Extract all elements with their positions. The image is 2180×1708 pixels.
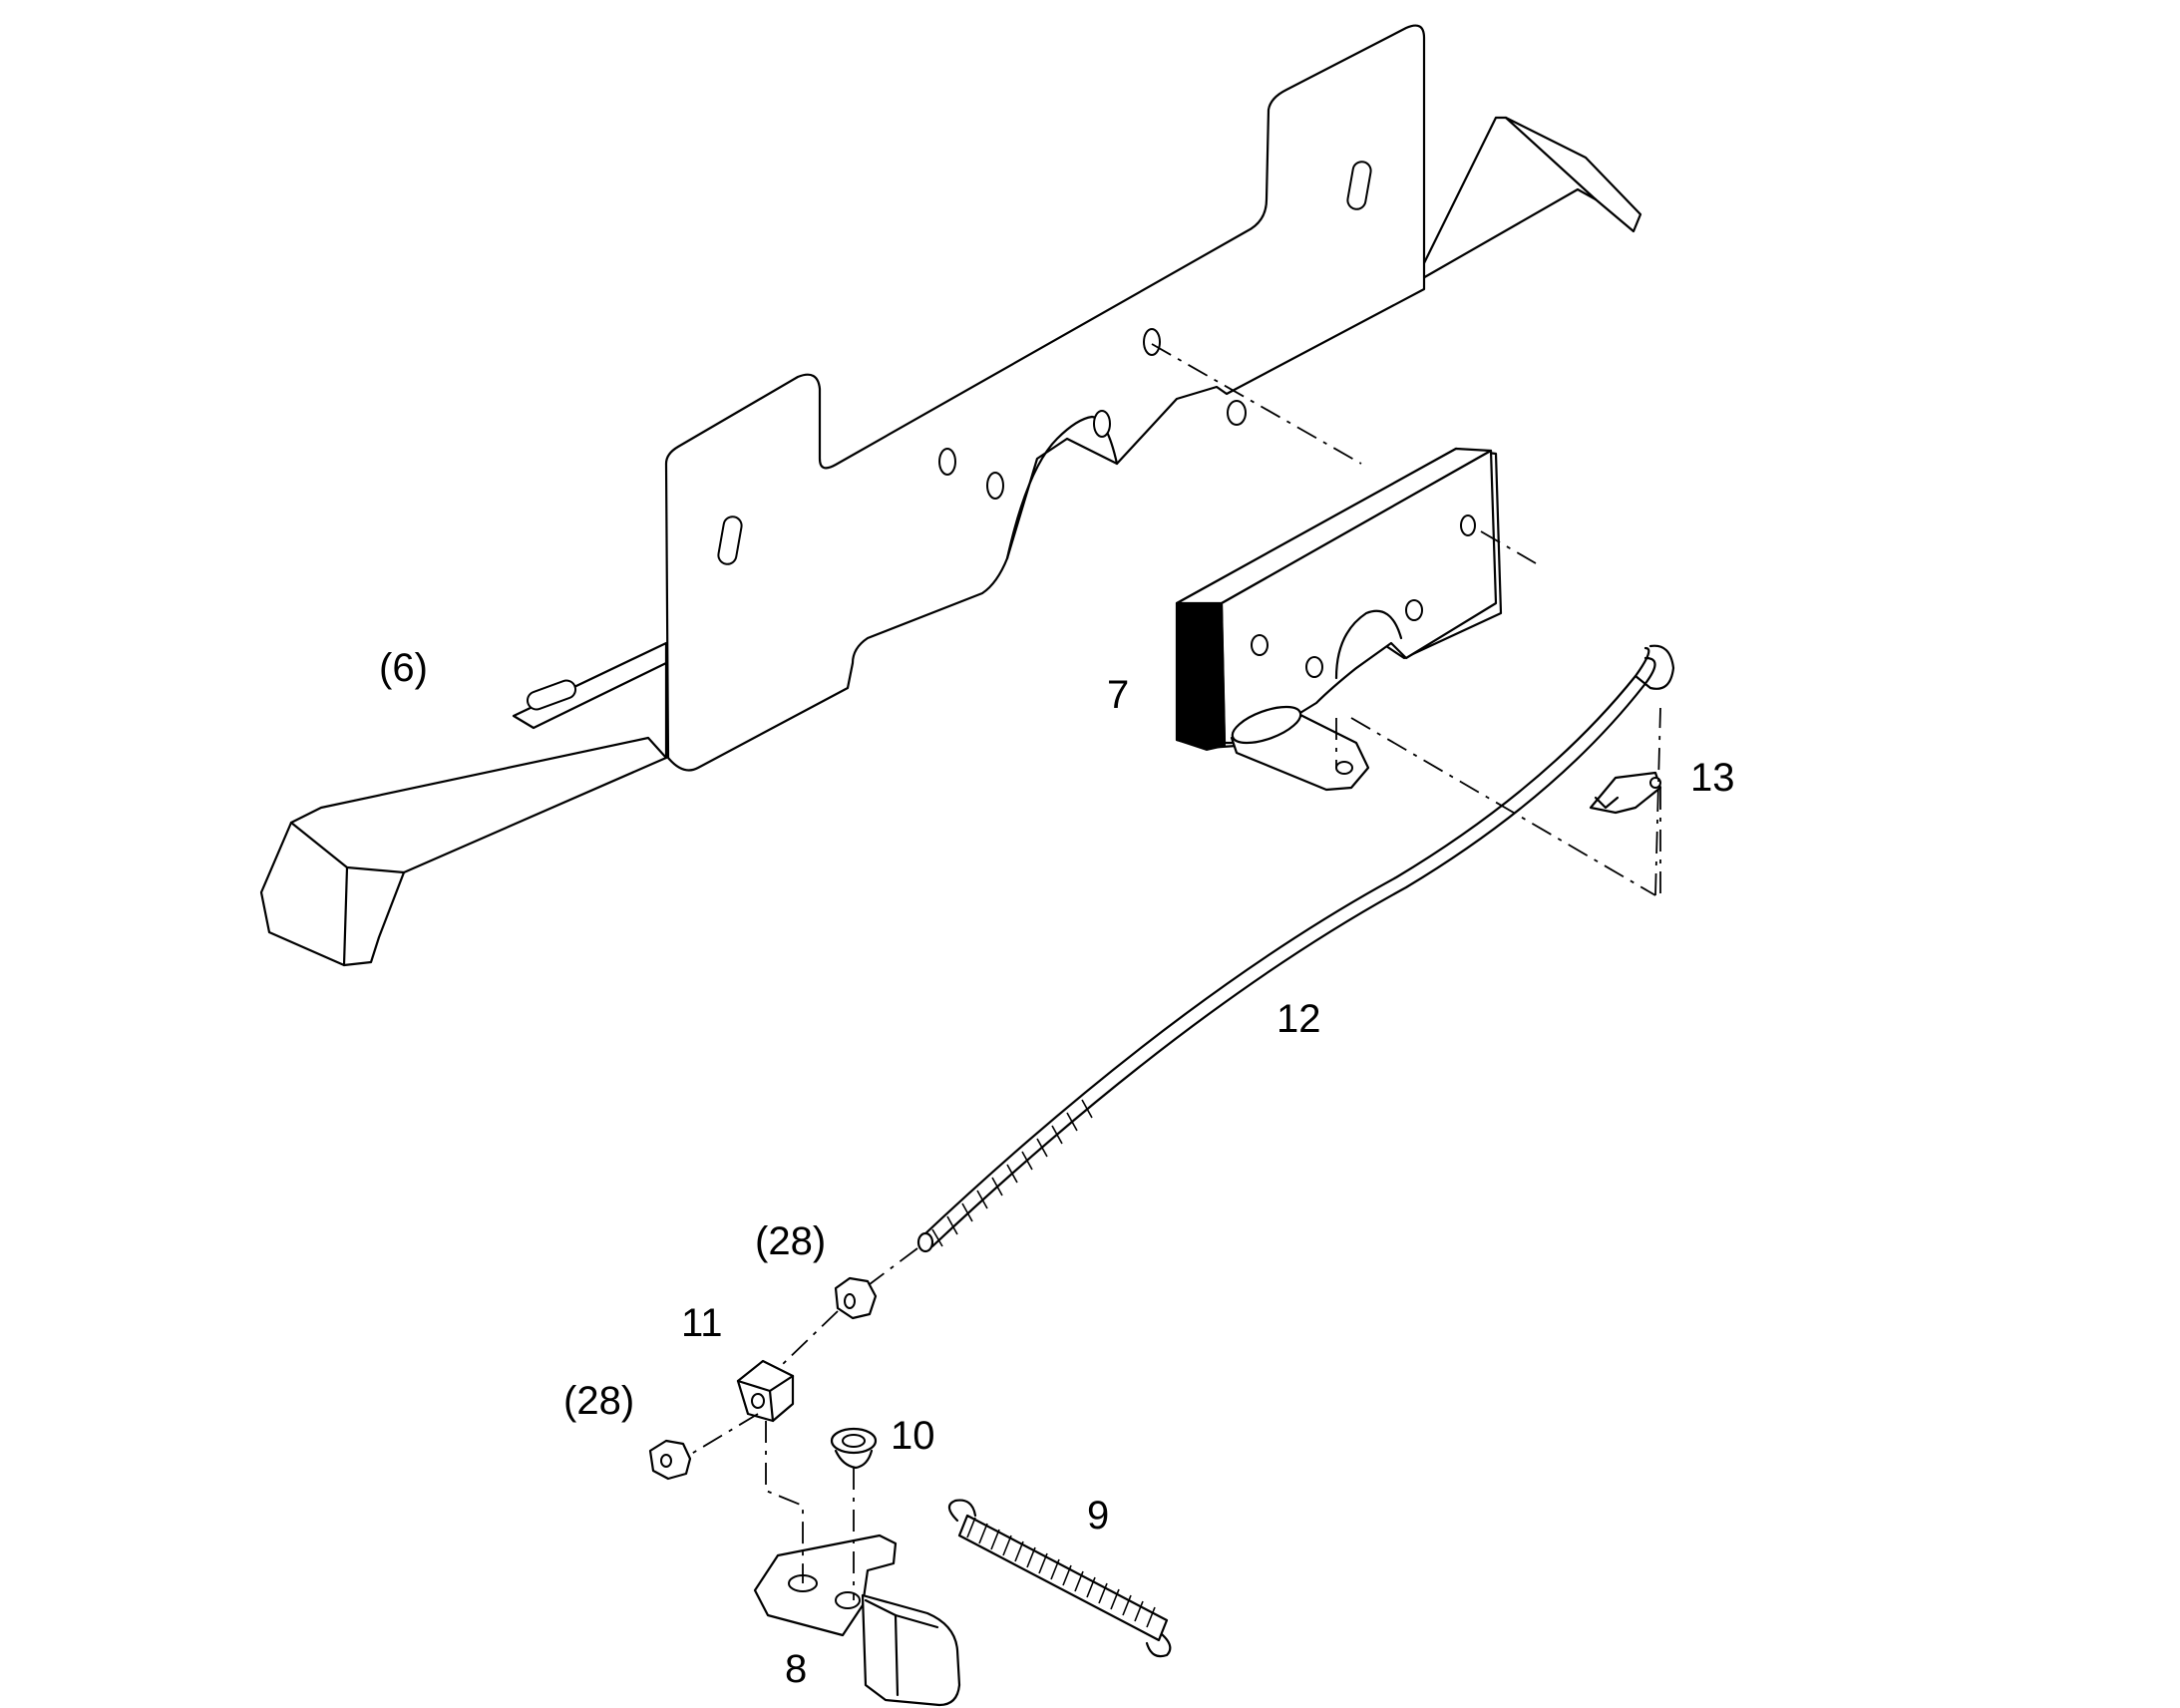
part-12-thread xyxy=(931,1099,1093,1247)
callout-part-7: 7 xyxy=(1107,673,1129,717)
part-9-spring-coils xyxy=(966,1517,1156,1628)
callout-part-28-upper: (28) xyxy=(755,1219,826,1263)
part-7-latch-housing xyxy=(1175,447,1503,792)
callout-part-10: 10 xyxy=(891,1414,935,1458)
callout-part-9: 9 xyxy=(1087,1494,1109,1537)
part-28-nut-lower xyxy=(648,1439,692,1481)
callout-part-28-lower: (28) xyxy=(563,1379,634,1423)
callout-labels: (6) 7 13 12 (28) 11 (28) 10 9 8 xyxy=(379,646,1735,1691)
callout-part-11: 11 xyxy=(681,1301,723,1345)
callout-part-13: 13 xyxy=(1690,756,1735,800)
part-28-nut-upper xyxy=(834,1276,878,1320)
part-10-bushing xyxy=(830,1427,878,1470)
part-12-rod xyxy=(916,644,1675,1253)
callout-part-12: 12 xyxy=(1276,997,1321,1041)
callout-part-8: 8 xyxy=(785,1647,807,1691)
part-8-lever xyxy=(753,1534,961,1707)
assembly-leader-lines xyxy=(687,343,1661,1600)
part-11-block xyxy=(736,1359,795,1423)
part-6-bracket xyxy=(259,24,1642,967)
part-13-clip xyxy=(1589,771,1662,815)
callout-part-6: (6) xyxy=(379,646,428,690)
part-9-spring xyxy=(947,1499,1172,1658)
